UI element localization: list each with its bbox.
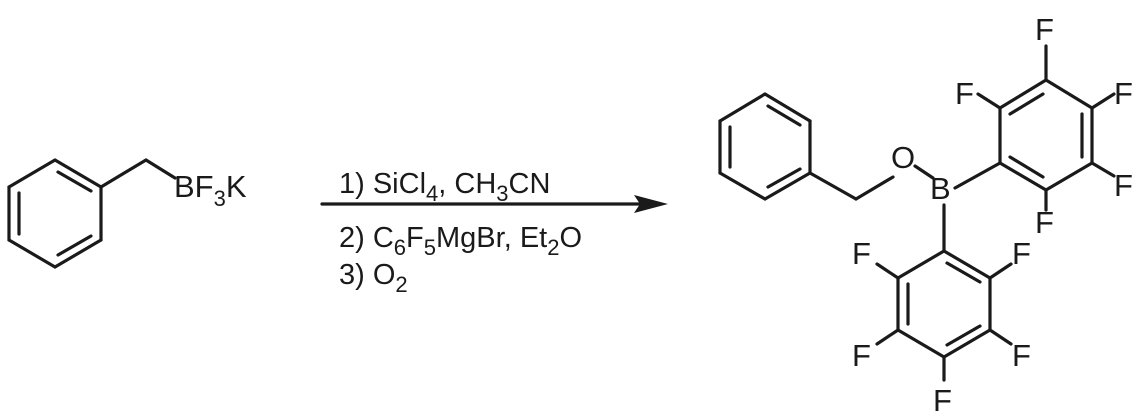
bond <box>942 249 992 280</box>
product-boron-label: B <box>930 171 951 206</box>
bond-ch2-b <box>144 158 177 180</box>
fluorine-label: F <box>852 338 871 373</box>
bond <box>896 249 946 280</box>
bond-c-f <box>988 328 1013 346</box>
bond <box>942 328 992 359</box>
bond <box>53 158 103 189</box>
upper-pentafluorophenyl-ring: F F F F F <box>953 12 1133 240</box>
reactant-benzene-ring <box>7 158 103 269</box>
fluorine-label: F <box>933 383 952 418</box>
bond-o-b <box>913 164 935 180</box>
condition-step-1: 1) SiCl4, CH3CN <box>339 168 550 206</box>
bond-c-f <box>875 262 900 280</box>
bond <box>7 238 57 269</box>
bond <box>763 92 812 123</box>
fluorine-label: F <box>1114 76 1133 111</box>
product-molecule: O B F F F F F <box>718 12 1133 418</box>
fluorine-label: F <box>1012 236 1031 271</box>
reaction-conditions: 1) SiCl4, CH3CN 2) C6F5MgBr, Et2O 3) O2 <box>339 168 582 297</box>
bond-c-f <box>1090 161 1116 178</box>
product-oxygen-label: O <box>891 140 915 175</box>
double-bond-inner <box>766 104 802 127</box>
double-bond-inner <box>945 324 982 347</box>
bond <box>896 328 946 359</box>
condition-step-2: 2) C6F5MgBr, Et2O <box>339 222 582 260</box>
double-bond-inner <box>945 261 982 284</box>
lower-pentafluorophenyl-ring: F F F F F <box>852 203 1031 418</box>
arrow-head <box>634 195 668 213</box>
fluorine-label: F <box>1035 12 1054 47</box>
bond-c-f <box>1090 92 1116 110</box>
bond <box>998 161 1048 192</box>
double-bond-inner <box>1008 92 1045 116</box>
bond-b-ring <box>953 161 1002 190</box>
bond <box>7 158 57 189</box>
bond <box>53 238 103 269</box>
bond-c-f <box>988 262 1013 280</box>
bond <box>718 92 767 123</box>
fluorine-label: F <box>1012 338 1031 373</box>
bond <box>718 171 767 201</box>
double-bond-inner <box>56 170 93 193</box>
bond-c-f <box>875 328 900 346</box>
bond <box>763 171 812 201</box>
bond-ring-ch2 <box>808 171 858 201</box>
fluorine-label: F <box>1035 205 1054 240</box>
bond-ring-ch2 <box>99 158 148 189</box>
fluorine-label: F <box>1114 168 1133 203</box>
fluorine-label: F <box>955 76 974 111</box>
reaction-arrow <box>320 195 668 213</box>
bond-ch2-o <box>854 175 895 201</box>
condition-step-3: 3) O2 <box>339 259 408 297</box>
bond <box>1044 161 1094 192</box>
double-bond-inner <box>1008 155 1045 179</box>
fluorine-label: F <box>852 236 871 271</box>
product-benzyl-ring <box>718 92 812 201</box>
double-bond-inner <box>766 167 802 189</box>
bond-c-f <box>976 92 1002 110</box>
reactant-bf3k-label: BF3K <box>174 169 247 211</box>
double-bond-inner <box>56 234 93 257</box>
reactant-molecule: BF3K <box>7 158 247 269</box>
bond <box>1044 78 1094 110</box>
bond <box>998 78 1048 110</box>
